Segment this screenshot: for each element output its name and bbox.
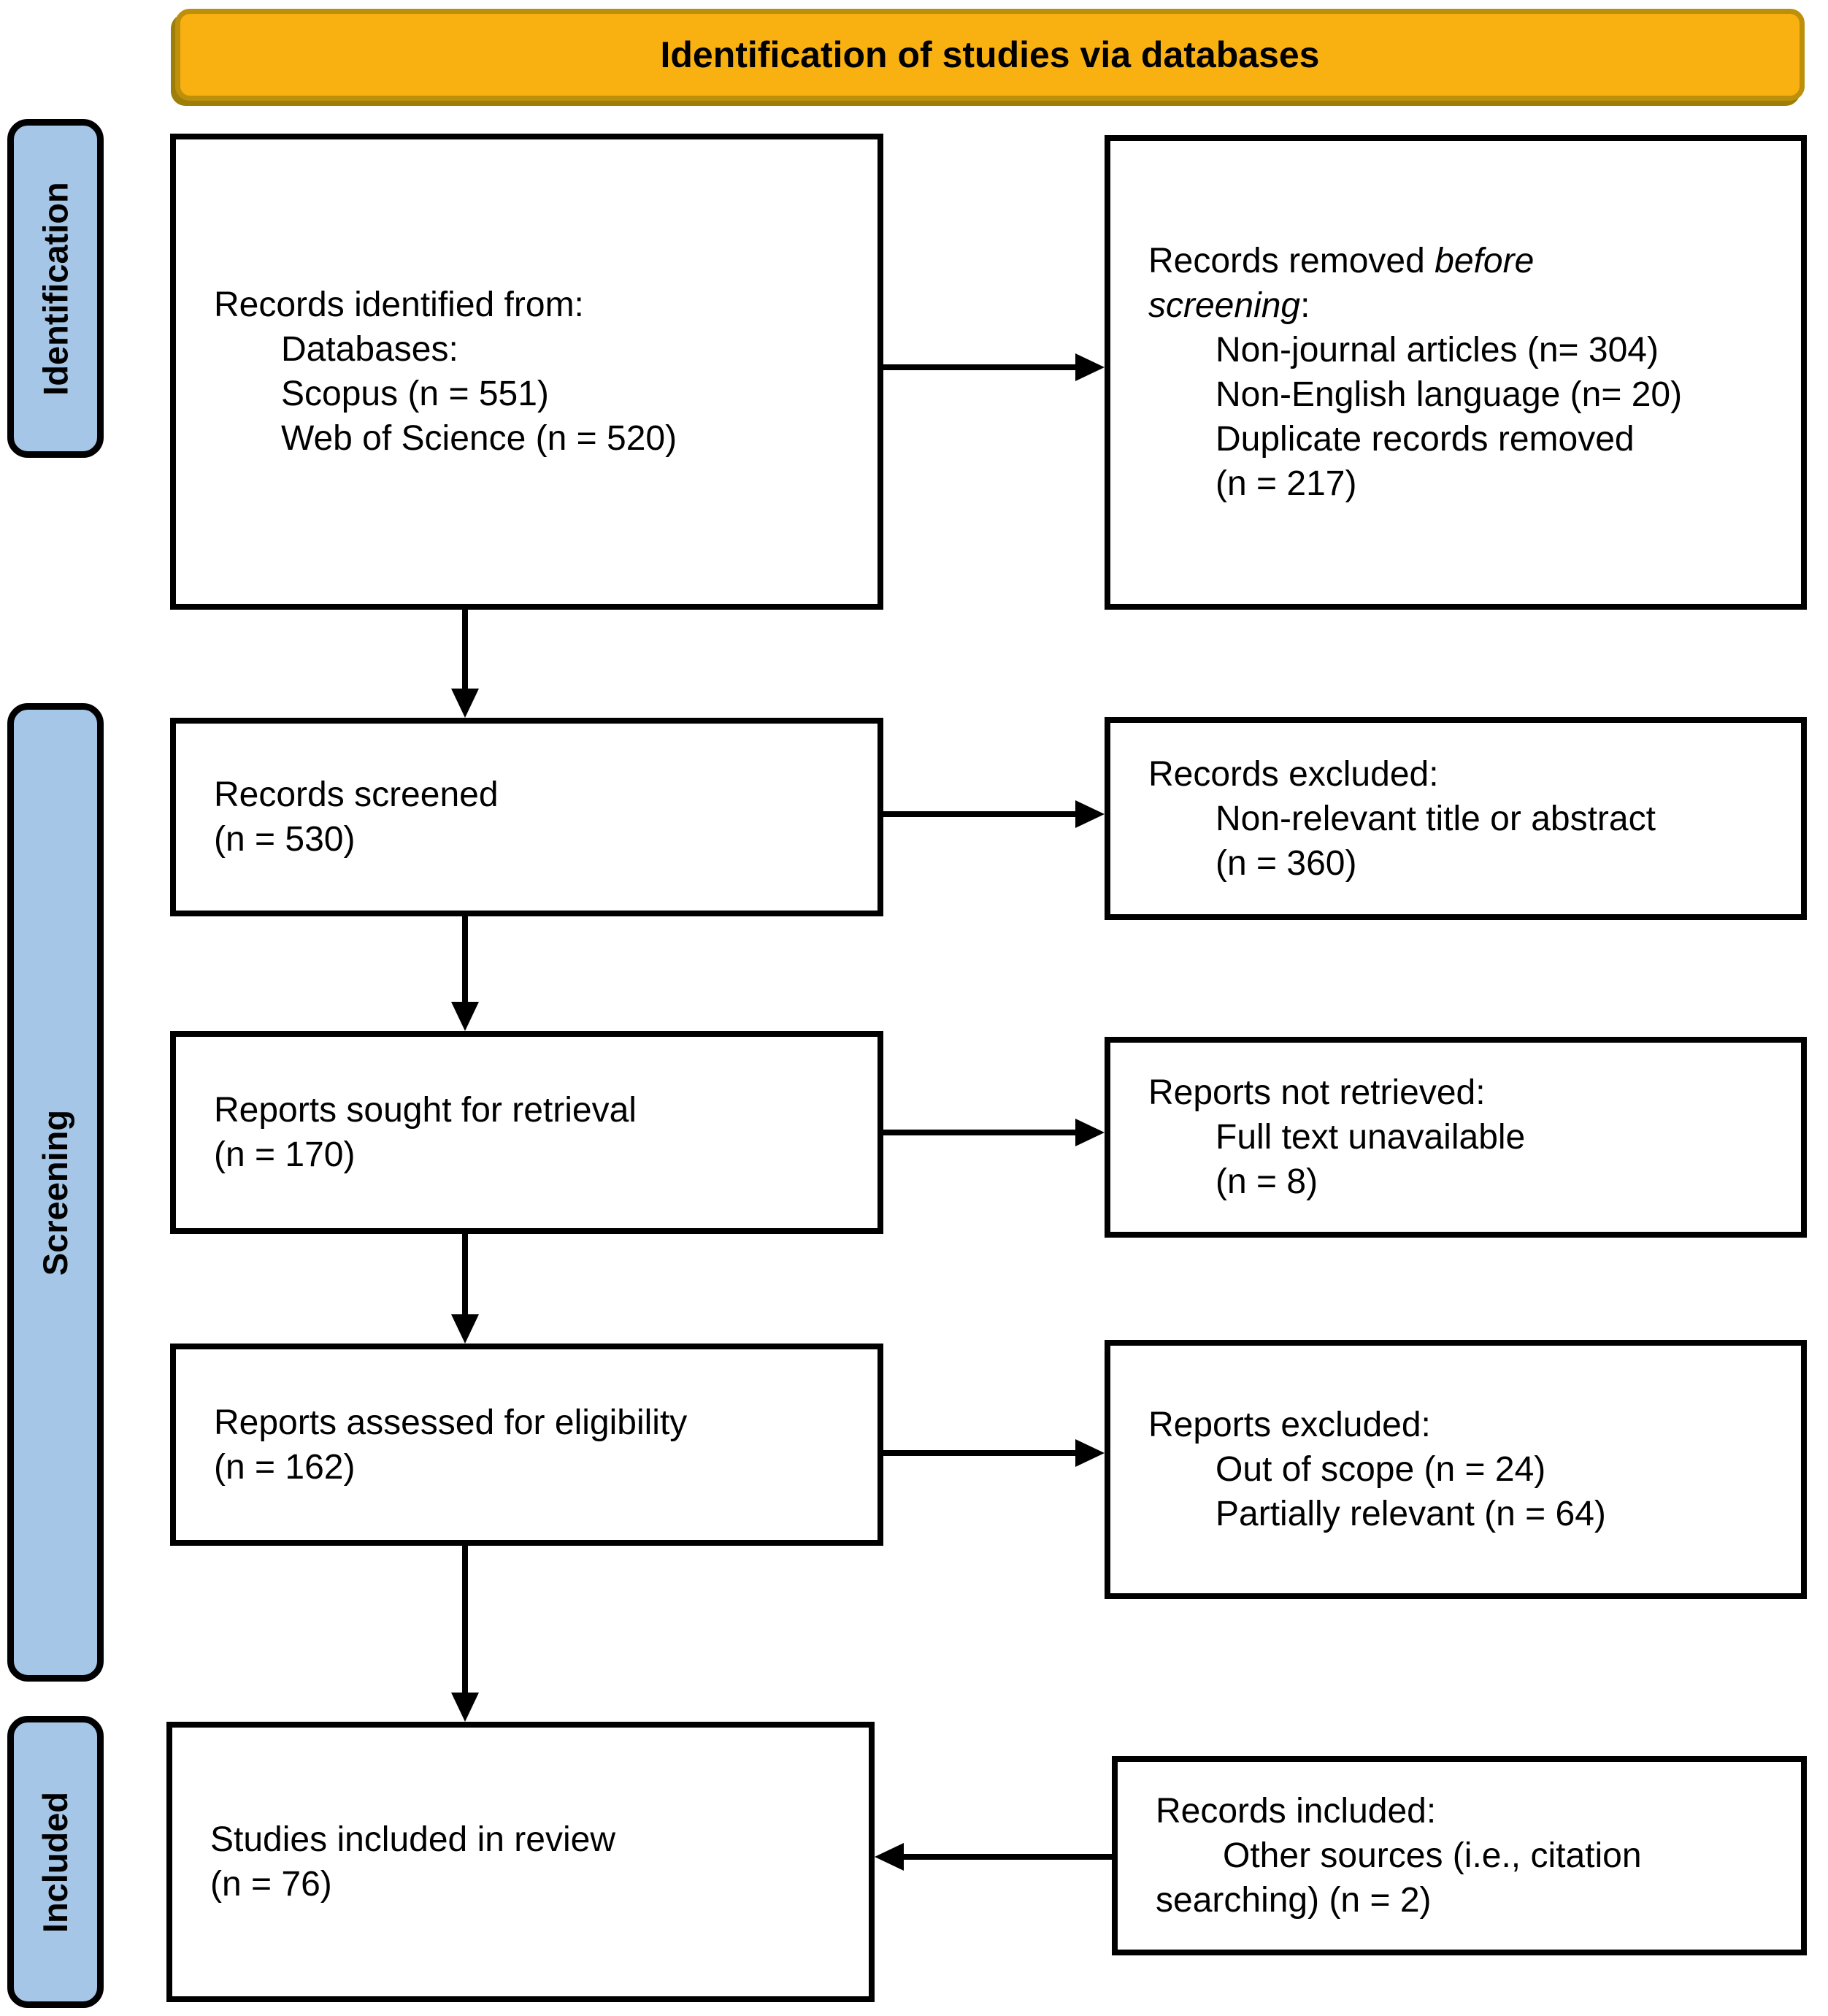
box-line-text: :: [1300, 286, 1310, 325]
diagram-title: Identification of studies via databases: [660, 34, 1320, 75]
phase-label-included: Included: [7, 1716, 104, 2008]
box-line: Non-journal articles (n= 304): [1216, 331, 1659, 369]
right-arrowhead-icon: [1075, 800, 1105, 828]
box-line: Reports not retrieved:: [1148, 1073, 1486, 1112]
phase-label-identification: Identification: [7, 119, 104, 458]
down-arrowhead-icon: [451, 689, 479, 718]
box-records-identified: Records identified from: Databases: Scop…: [170, 134, 883, 610]
right-arrow-assessed-to-excluded: [883, 1450, 1075, 1456]
box-line: searching) (n = 2): [1156, 1881, 1432, 1920]
box-line: Duplicate records removed: [1216, 420, 1635, 459]
phase-label-screening: Screening: [7, 703, 104, 1682]
box-line-italic: before: [1435, 242, 1535, 280]
box-line: (n = 360): [1216, 843, 1357, 883]
box-line: Other sources (i.e., citation: [1223, 1836, 1642, 1875]
right-arrowhead-icon: [1075, 1119, 1105, 1146]
box-line: (n = 8): [1216, 1162, 1318, 1201]
down-arrow-assessed-to-included: [462, 1546, 468, 1694]
box-records-removed: Records removed before screening: Non-jo…: [1105, 135, 1807, 610]
title-banner: Identification of studies via databases: [175, 9, 1805, 101]
down-arrowhead-icon: [451, 1002, 479, 1031]
down-arrowhead-icon: [451, 1314, 479, 1344]
down-arrow-screened-to-sought: [462, 916, 468, 1003]
box-line: Records excluded:: [1148, 754, 1439, 794]
box-line: (n = 170): [214, 1135, 356, 1174]
box-line: (n = 162): [214, 1447, 356, 1487]
right-arrow-identified-to-removed: [883, 364, 1075, 370]
left-arrow-other-sources-to-studies-included: [904, 1854, 1112, 1860]
box-line: Non-English language (n= 20): [1216, 375, 1683, 414]
box-line: Web of Science (n = 520): [281, 419, 677, 458]
box-reports-sought: Reports sought for retrieval (n = 170): [170, 1031, 883, 1234]
box-line-text: Records removed: [1148, 242, 1435, 280]
left-arrowhead-icon: [875, 1843, 904, 1871]
right-arrowhead-icon: [1075, 353, 1105, 381]
box-line: (n = 217): [1216, 464, 1357, 503]
phase-label-screening-text: Screening: [36, 1109, 75, 1276]
phase-label-identification-text: Identification: [36, 181, 75, 396]
box-line: Records included:: [1156, 1792, 1437, 1831]
box-records-included-other-sources: Records included: Other sources (i.e., c…: [1112, 1756, 1807, 1955]
box-line: Non-relevant title or abstract: [1216, 799, 1656, 838]
box-line-italic: screening: [1148, 286, 1301, 325]
box-line: Studies included in review: [210, 1820, 615, 1859]
right-arrow-screened-to-excluded: [883, 811, 1075, 817]
box-line: (n = 76): [210, 1865, 332, 1904]
right-arrowhead-icon: [1075, 1439, 1105, 1467]
right-arrow-sought-to-not-retrieved: [883, 1130, 1075, 1135]
down-arrowhead-icon: [451, 1693, 479, 1722]
box-reports-not-retrieved: Reports not retrieved: Full text unavail…: [1105, 1037, 1807, 1238]
box-line: (n = 530): [214, 820, 356, 859]
box-line: screening:: [1148, 283, 1786, 328]
box-line: Records removed before: [1148, 239, 1786, 283]
box-line: Reports assessed for eligibility: [214, 1403, 688, 1442]
box-line: Partially relevant (n = 64): [1216, 1495, 1606, 1533]
box-line: Full text unavailable: [1216, 1118, 1526, 1157]
down-arrow-identified-to-screened: [462, 610, 468, 690]
box-line: Records identified from:: [214, 285, 584, 324]
box-reports-excluded: Reports excluded: Out of scope (n = 24) …: [1105, 1340, 1807, 1599]
box-records-excluded: Records excluded: Non-relevant title or …: [1105, 717, 1807, 920]
box-line: Out of scope (n = 24): [1216, 1450, 1546, 1489]
box-line: Records screened: [214, 775, 499, 814]
box-line: Reports sought for retrieval: [214, 1091, 637, 1130]
box-line: Databases:: [281, 330, 458, 369]
box-line: Reports excluded:: [1148, 1406, 1431, 1444]
phase-label-included-text: Included: [36, 1791, 75, 1933]
box-reports-assessed: Reports assessed for eligibility (n = 16…: [170, 1344, 883, 1546]
box-studies-included: Studies included in review (n = 76): [166, 1722, 875, 2002]
down-arrow-sought-to-assessed: [462, 1234, 468, 1316]
box-line: Scopus (n = 551): [281, 375, 549, 413]
box-records-screened: Records screened (n = 530): [170, 718, 883, 916]
